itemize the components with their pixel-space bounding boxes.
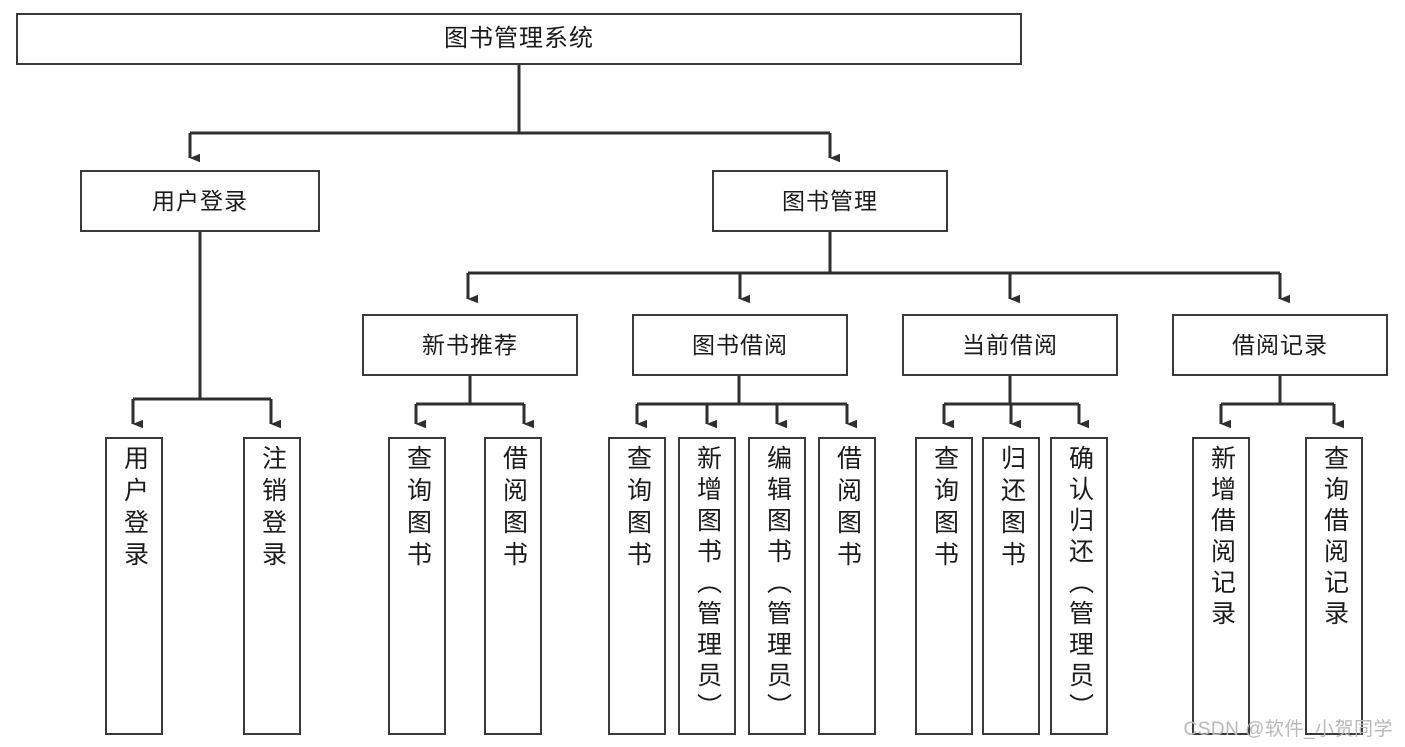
node-book-borrow[interactable]: 图书借阅 (632, 314, 848, 376)
node-root-system[interactable]: 图书管理系统 (16, 13, 1022, 65)
leaf-current-confirm-return-admin[interactable]: 确认归还（管理员） (1050, 437, 1108, 735)
node-label: 查询图书 (623, 445, 652, 573)
node-label: 图书管理 (782, 187, 878, 214)
node-label: 查询借阅记录 (1320, 445, 1349, 631)
leaf-borrow-edit-book-admin[interactable]: 编辑图书（管理员） (748, 437, 806, 735)
node-label: 新书推荐 (422, 331, 518, 358)
node-label: 查询图书 (403, 445, 432, 573)
node-label: 用户登录 (120, 445, 149, 573)
node-label: 确认归还（管理员） (1065, 445, 1094, 724)
node-borrow-record[interactable]: 借阅记录 (1172, 314, 1388, 376)
leaf-user-logout[interactable]: 注销登录 (243, 437, 301, 735)
node-label: 新增借阅记录 (1207, 445, 1236, 631)
leaf-borrow-borrow-book[interactable]: 借阅图书 (818, 437, 876, 735)
node-label: 借阅图书 (499, 445, 528, 573)
leaf-record-add-record[interactable]: 新增借阅记录 (1192, 437, 1250, 735)
node-user-login[interactable]: 用户登录 (80, 170, 320, 232)
node-current-borrow[interactable]: 当前借阅 (902, 314, 1118, 376)
node-label: 当前借阅 (962, 331, 1058, 358)
leaf-borrow-query-book[interactable]: 查询图书 (608, 437, 666, 735)
node-label: 借阅图书 (833, 445, 862, 573)
leaf-current-query-book[interactable]: 查询图书 (915, 437, 973, 735)
leaf-recommend-query-book[interactable]: 查询图书 (388, 437, 446, 735)
node-label: 图书管理系统 (444, 25, 594, 53)
node-new-book-recommend[interactable]: 新书推荐 (362, 314, 578, 376)
node-label: 编辑图书（管理员） (763, 445, 792, 724)
leaf-user-login[interactable]: 用户登录 (105, 437, 163, 735)
node-label: 归还图书 (997, 445, 1026, 573)
leaf-current-return-book[interactable]: 归还图书 (982, 437, 1040, 735)
node-label: 查询图书 (930, 445, 959, 573)
leaf-record-query-record[interactable]: 查询借阅记录 (1305, 437, 1363, 735)
node-label: 新增图书（管理员） (693, 445, 722, 724)
node-label: 注销登录 (258, 445, 287, 573)
node-book-management[interactable]: 图书管理 (712, 170, 948, 232)
leaf-recommend-borrow-book[interactable]: 借阅图书 (484, 437, 542, 735)
node-label: 用户登录 (152, 187, 248, 214)
node-label: 图书借阅 (692, 331, 788, 358)
node-label: 借阅记录 (1232, 331, 1328, 358)
leaf-borrow-add-book-admin[interactable]: 新增图书（管理员） (678, 437, 736, 735)
